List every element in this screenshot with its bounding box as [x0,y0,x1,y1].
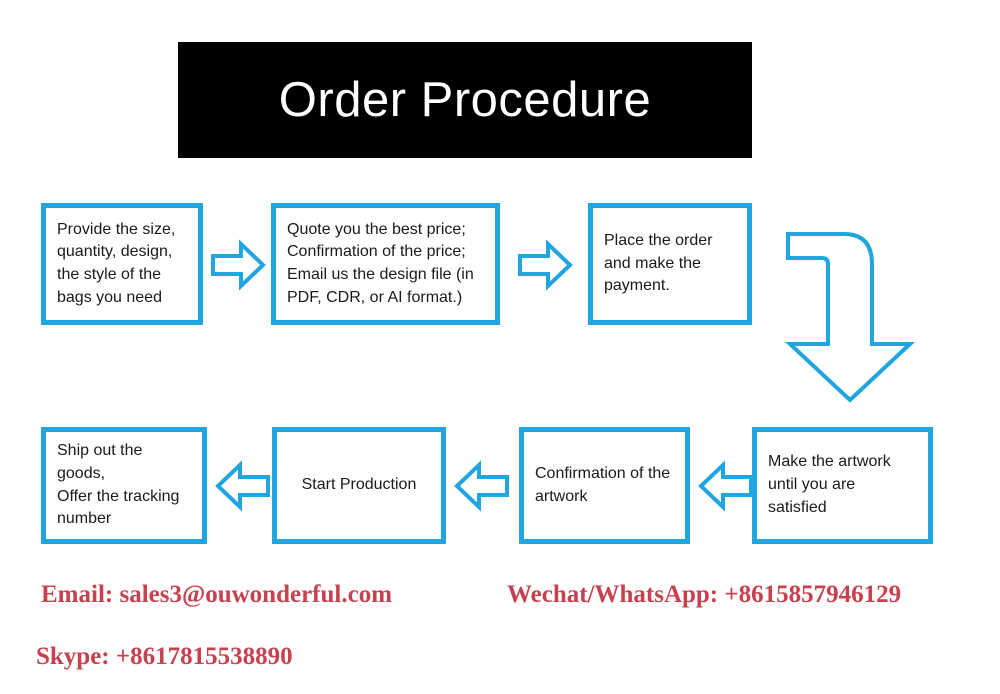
page-title: Order Procedure [278,73,652,127]
contact-skype[interactable]: Skype: +8617815538890 [36,643,293,670]
flow-box-confirm-artwork-label: Confirmation of the artwork [535,464,671,505]
flow-box-start-production[interactable]: Start Production [272,427,446,544]
arrow-step6-to-step7 [215,460,270,512]
arrow-step5-to-step6 [454,460,509,512]
flow-box-provide-requirements[interactable]: Provide the size, quantity, design, the … [41,203,203,325]
title-banner: Order Procedure [178,42,752,158]
flow-box-quote-and-design-file-label: Quote you the best price; Confirmation o… [287,220,474,306]
flow-box-place-order-payment[interactable]: Place the order and make the payment. [588,203,752,325]
arrow-step3-to-step4-elbow [782,226,922,406]
flow-box-confirm-artwork[interactable]: Confirmation of the artwork [519,427,690,544]
flow-box-ship-goods-tracking[interactable]: Ship out the goods, Offer the tracking n… [41,427,207,544]
flow-box-make-artwork-label: Make the artwork until you are satisfied [768,453,891,516]
contact-email[interactable]: Email: sales3@ouwonderful.com [41,581,393,608]
flow-box-make-artwork[interactable]: Make the artwork until you are satisfied [752,427,933,544]
flow-box-place-order-payment-label: Place the order and make the payment. [604,231,713,295]
flow-box-ship-goods-tracking-label: Ship out the goods, Offer the tracking n… [57,442,180,528]
contact-wechat-whatsapp[interactable]: Wechat/WhatsApp: +8615857946129 [507,581,902,608]
arrow-step1-to-step2 [211,239,266,291]
arrow-step2-to-step3 [518,239,573,291]
flow-box-start-production-label: Start Production [301,476,417,494]
arrow-step4-to-step5 [698,460,753,512]
flow-box-provide-requirements-label: Provide the size, quantity, design, the … [57,220,176,306]
flow-box-quote-and-design-file[interactable]: Quote you the best price; Confirmation o… [271,203,500,325]
